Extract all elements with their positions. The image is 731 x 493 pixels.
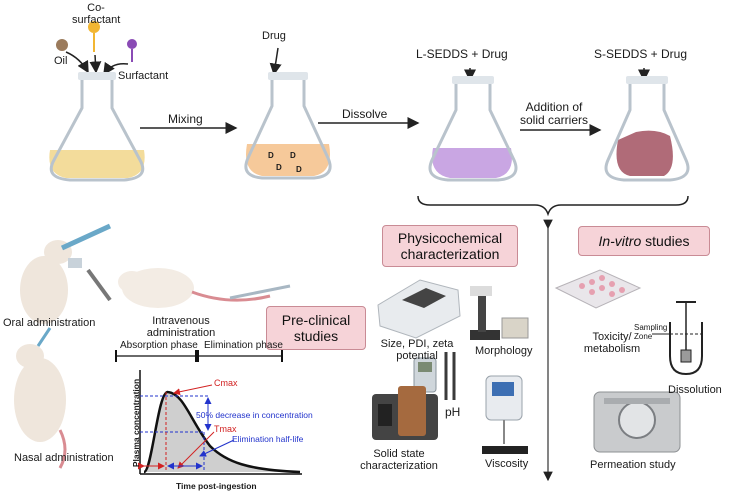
addition-label: Addition of solid carriers <box>512 101 596 127</box>
physicochemical-line2: characterization <box>400 246 500 262</box>
iv-line1: Intravenous <box>152 315 210 327</box>
oral-mouse-icon <box>20 223 112 324</box>
solid-line2: characterization <box>360 460 438 472</box>
invitro-box: In-vitro studies <box>578 226 710 256</box>
surfactant-icon <box>127 39 137 62</box>
cosurfactant-icon <box>88 21 100 52</box>
halflife-label: Elimination half-life <box>232 434 304 444</box>
cosurfactant-label: Co- surfactant <box>72 2 120 26</box>
oil-icon <box>56 39 68 51</box>
flask-2-icon <box>244 72 332 180</box>
ph-label: pH <box>445 405 461 419</box>
plasma-concentration-label: Plasma concentration <box>131 378 141 468</box>
preclinical-box: Pre-clinical studies <box>266 306 366 350</box>
flask-4-icon <box>604 76 690 182</box>
permeation-cell-icon <box>593 391 681 453</box>
nasal-mouse-icon <box>14 327 67 469</box>
pk-graph <box>114 350 302 475</box>
nasal-administration-label: Nasal administration <box>14 452 114 464</box>
drug-marker-3: D <box>276 163 282 172</box>
toxicity-line2: metabolism <box>583 343 641 355</box>
time-label: Time post-ingestion <box>176 481 257 491</box>
iv-line2: administration <box>146 327 216 339</box>
oil-label: Oil <box>54 55 68 67</box>
addition-label-line2: solid carriers <box>519 113 588 127</box>
preclinical-line1: Pre-clinical <box>281 312 351 328</box>
flask-3-icon <box>428 76 518 182</box>
drug-label: Drug <box>262 30 286 42</box>
size-line1: Size, PDI, zeta <box>380 338 454 350</box>
physicochemical-box: Physicochemical characterization <box>382 225 518 267</box>
size-line2: potential <box>396 350 438 362</box>
iv-mouse-icon <box>118 268 291 308</box>
cosurfactant-arrow <box>89 54 102 74</box>
microscope-icon <box>470 286 529 340</box>
viscometer-icon <box>482 375 528 454</box>
drug-marker-1: D <box>268 151 274 160</box>
physicochemical-line1: Physicochemical <box>397 230 503 246</box>
drug-marker-2: D <box>290 151 296 160</box>
surfactant-label: Surfactant <box>118 70 169 82</box>
sampling-zone-label: Sampling Zone <box>634 323 667 341</box>
solid-state-label: Solid state characterization <box>352 448 446 472</box>
permeation-label: Permeation study <box>590 459 676 471</box>
invitro-italic: In-vitro <box>598 233 642 249</box>
dissolution-vessel-icon <box>652 301 703 376</box>
elimination-phase-label: Elimination phase <box>204 340 283 351</box>
ph-meter-icon <box>413 352 456 400</box>
well-plate-icon <box>554 269 642 309</box>
drug-arrow <box>269 47 282 76</box>
viscosity-label: Viscosity <box>485 458 529 470</box>
dissolve-label: Dissolve <box>342 107 388 121</box>
morphology-label: Morphology <box>475 345 533 357</box>
flask-1-icon <box>49 72 145 182</box>
iv-administration-label: Intravenous administration <box>138 315 224 339</box>
cosurfactant-label-line1: Co- <box>87 2 105 14</box>
toxicity-label: Toxicity/ metabolism <box>580 331 644 355</box>
zetasizer-icon <box>377 279 461 339</box>
size-pdi-zeta-label: Size, PDI, zeta potential <box>372 338 462 362</box>
decrease-label: 50% decrease in concentration <box>196 410 313 420</box>
sampling-line2: Zone <box>634 332 653 341</box>
invitro-rest: studies <box>641 233 690 249</box>
dissolution-label: Dissolution <box>668 384 722 396</box>
toxicity-line1: Toxicity/ <box>592 331 632 343</box>
ssedds-label: S-SEDDS + Drug <box>594 47 688 61</box>
tmax-label: Tmax <box>214 424 237 434</box>
drug-marker-4: D <box>296 165 302 174</box>
cosurfactant-label-line2: surfactant <box>72 14 121 26</box>
flask-brace <box>417 195 689 217</box>
preclinical-line2: studies <box>293 328 339 344</box>
mixing-label: Mixing <box>168 112 203 126</box>
cmax-label: Cmax <box>214 378 238 388</box>
oral-administration-label: Oral administration <box>3 317 96 329</box>
addition-label-line1: Addition of <box>525 100 583 114</box>
lsedds-label: L-SEDDS + Drug <box>416 47 508 61</box>
absorption-phase-label: Absorption phase <box>120 340 198 351</box>
solid-state-instrument-icon <box>372 386 438 440</box>
solid-line1: Solid state <box>373 448 425 460</box>
sampling-line1: Sampling <box>634 323 668 332</box>
oil-arrow <box>65 51 89 74</box>
